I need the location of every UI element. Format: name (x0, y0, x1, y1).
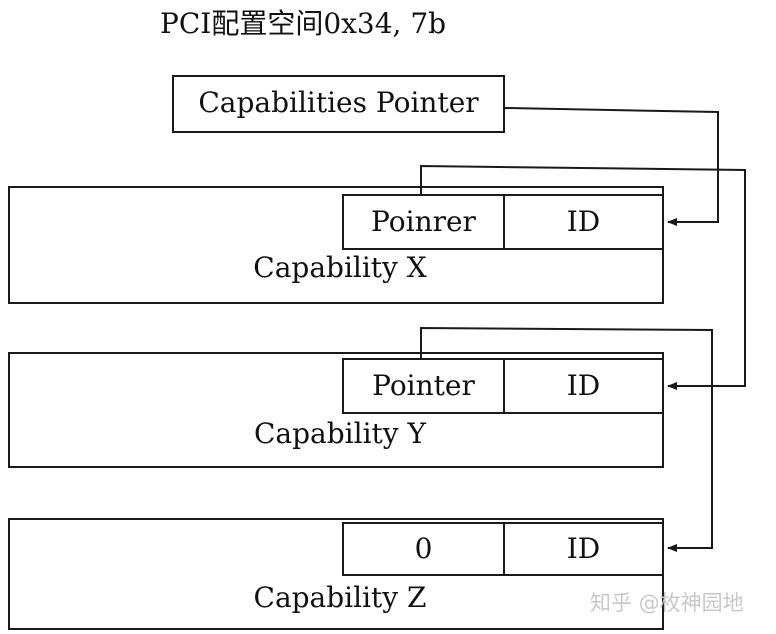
diagram-title: PCI配置空间0x34, 7b (160, 7, 447, 40)
capability-y-id-cell: ID (503, 358, 664, 414)
capability-x-pointer-cell: Poinrer (342, 194, 505, 250)
capability-z-pointer-cell: 0 (342, 522, 505, 576)
capability-y-label: Capability Y (254, 417, 426, 450)
capability-x-id-cell: ID (503, 194, 664, 250)
arrow-capabilities-pointer-to-x (504, 107, 719, 226)
capabilities-pointer-box: Capabilities Pointer (172, 75, 505, 133)
watermark: 知乎 @枚神园地 (590, 591, 744, 615)
capabilities-pointer-label: Capabilities Pointer (198, 86, 479, 119)
capability-z-id-cell: ID (503, 522, 664, 576)
capability-y-pointer-cell: Pointer (342, 358, 505, 414)
arrow-pointer-y-to-z (420, 326, 713, 552)
capability-x-label: Capability X (253, 251, 427, 284)
capability-z-label: Capability Z (253, 581, 427, 614)
arrow-pointer-x-to-y (420, 164, 746, 390)
